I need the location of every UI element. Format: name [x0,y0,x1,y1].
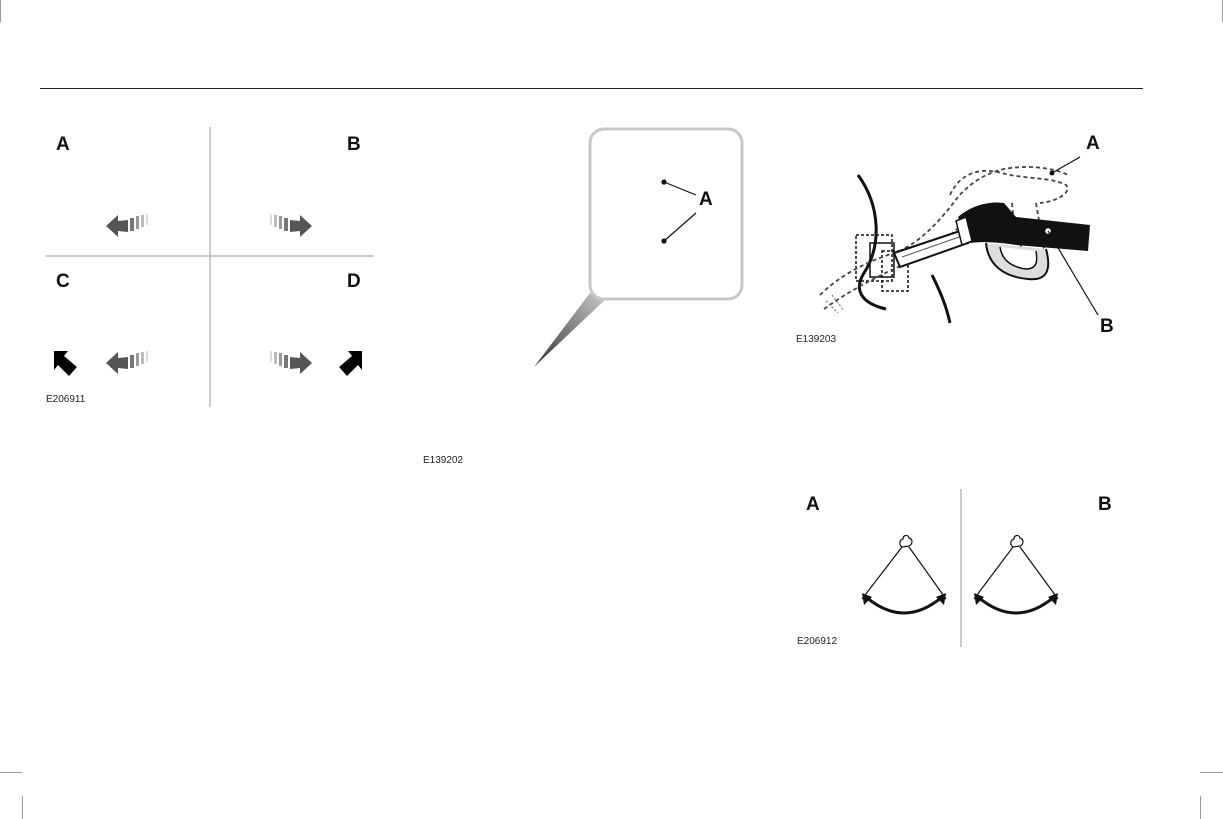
callout-label-a: A [699,190,713,209]
figure-code: E139202 [423,456,463,466]
figure-swing-arc: A B E206912 [790,485,1135,655]
left-turn-arrow-icon [106,346,150,376]
crop-mark-bottom-left [0,772,22,773]
crop-mark-bottom-right [1200,772,1223,773]
solid-left-arrow-icon [50,349,80,379]
solid-right-arrow-icon [336,349,366,379]
indicator-grid-lines [40,125,380,415]
figure-fuel-nozzle: A B E139203 [790,125,1135,350]
crop-mark-bottom-left-vert [22,796,23,819]
right-turn-arrow-icon [268,346,312,376]
figure-code: E139203 [796,335,836,345]
header-rule [40,88,1143,89]
crop-mark-top-left [0,0,1,22]
right-turn-arrow-icon [268,209,312,239]
figure-code: E206912 [797,637,837,647]
nozzle-label-a: A [1086,134,1100,153]
panel-label-c: C [56,272,70,291]
panel-label-b: B [347,135,361,154]
swing-arc-illustration [790,485,1135,655]
crop-mark-bottom-right-vert [1200,796,1201,819]
figure-callout: A E139202 [420,125,750,470]
figure-indicator-arrows: A B C D [40,125,380,415]
arc-label-a: A [806,495,820,514]
callout-bubble [420,125,750,375]
left-turn-arrow-icon [106,209,150,239]
panel-label-a: A [56,135,70,154]
figure-code: E206911 [46,395,85,405]
nozzle-label-b: B [1100,317,1114,336]
arc-label-b: B [1098,495,1112,514]
fuel-nozzle-illustration [790,125,1135,350]
panel-label-d: D [347,272,361,291]
